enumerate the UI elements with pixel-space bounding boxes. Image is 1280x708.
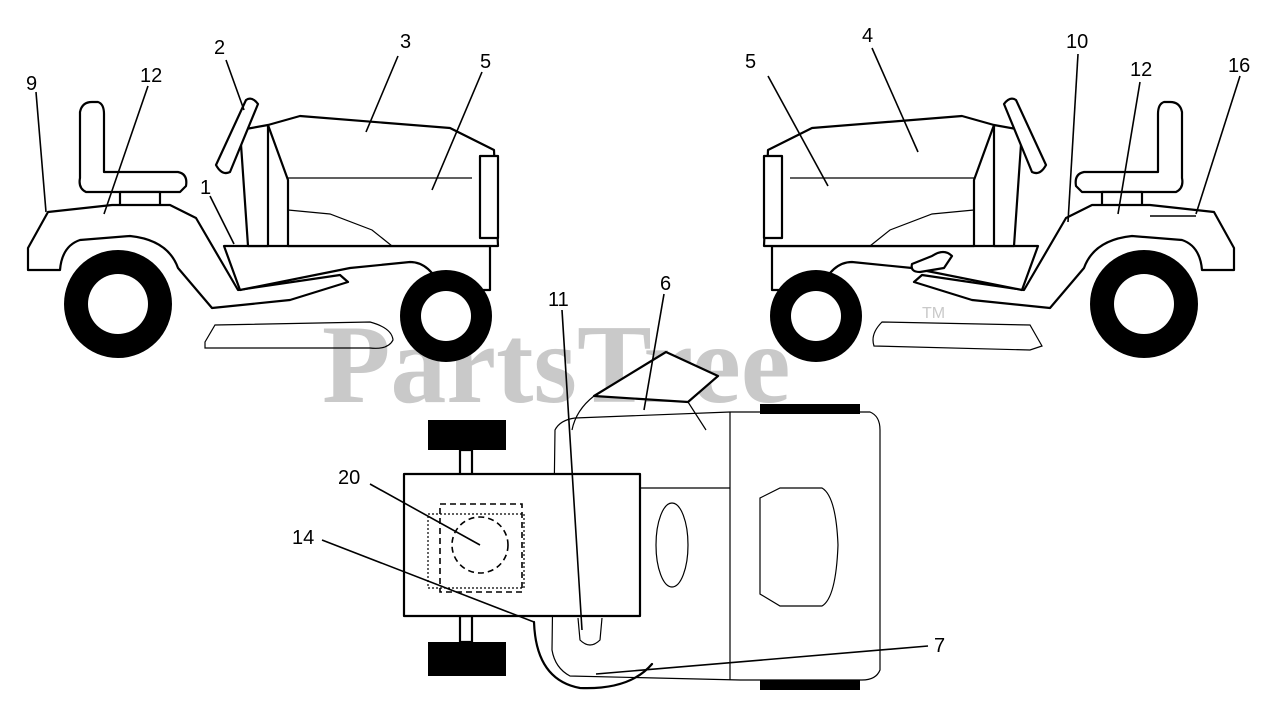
callout-11: 11 bbox=[548, 289, 569, 311]
callout-5-left: 5 bbox=[480, 51, 491, 73]
callout-12-right: 12 bbox=[1130, 59, 1152, 81]
steering-column-left bbox=[238, 123, 270, 248]
discharge-curve-top bbox=[532, 620, 654, 690]
callout-12-left: 12 bbox=[140, 65, 162, 87]
callouts: 9 12 2 3 5 1 4 5 10 12 16 6 11 20 14 7 bbox=[26, 25, 1250, 657]
tractor-right-view bbox=[762, 97, 1236, 362]
rear-tire-top-lower bbox=[428, 642, 506, 676]
callout-3: 3 bbox=[400, 31, 411, 53]
rear-tire-top-upper bbox=[428, 420, 506, 450]
body-outline-top bbox=[551, 411, 881, 681]
hood-top bbox=[759, 487, 839, 607]
tractor-left-view bbox=[26, 97, 500, 362]
watermark-tm: TM bbox=[922, 305, 945, 322]
rear-fender-left bbox=[26, 203, 350, 310]
steering-wheel-right bbox=[1002, 97, 1048, 175]
callout-1: 1 bbox=[200, 177, 211, 199]
callout-20: 20 bbox=[338, 467, 360, 489]
front-tire-top-lower bbox=[760, 680, 860, 690]
seat-left bbox=[78, 100, 188, 194]
watermark-text: PartsTree bbox=[322, 303, 791, 427]
callout-16: 16 bbox=[1228, 55, 1250, 77]
seat-right bbox=[1074, 100, 1184, 194]
seat-back-top bbox=[592, 350, 720, 404]
callout-9: 9 bbox=[26, 73, 37, 95]
tractor-top-view bbox=[402, 350, 881, 690]
hood-right bbox=[762, 114, 996, 248]
rear-fender-right bbox=[912, 203, 1236, 310]
callout-10: 10 bbox=[1066, 31, 1088, 53]
callout-2: 2 bbox=[214, 37, 225, 59]
callout-6: 6 bbox=[660, 273, 671, 295]
hood-left bbox=[266, 114, 500, 248]
callout-14: 14 bbox=[292, 527, 314, 549]
callout-5-right: 5 bbox=[745, 51, 756, 73]
callout-7: 7 bbox=[934, 635, 945, 657]
steering-wheel-left bbox=[214, 97, 260, 175]
mower-deck-left bbox=[204, 321, 394, 349]
callout-4: 4 bbox=[862, 25, 873, 47]
front-tire-top-upper bbox=[760, 404, 860, 414]
mower-deck-right bbox=[872, 321, 1043, 351]
leader-lines bbox=[35, 47, 1241, 675]
grille-left bbox=[478, 154, 500, 240]
decal-area-20 bbox=[439, 503, 523, 593]
lift-lever-right bbox=[910, 250, 954, 274]
